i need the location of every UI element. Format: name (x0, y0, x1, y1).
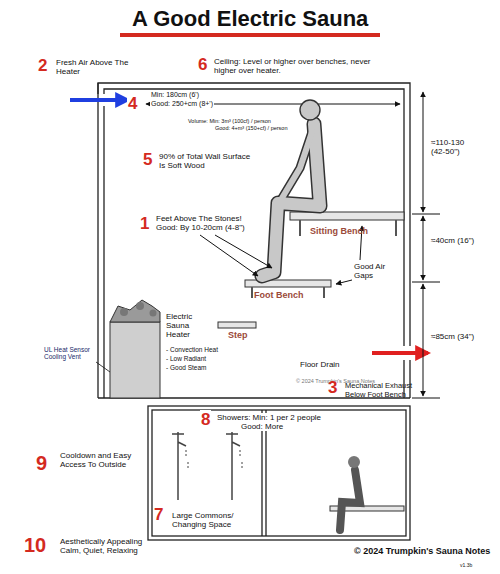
callout-number: 7 (154, 505, 163, 525)
note: Good: 4+m³ (150+cf) / person (215, 125, 287, 131)
callout-number: 6 (198, 55, 207, 75)
note: Aesthetically Appealing Calm, Quiet, Rel… (60, 537, 160, 555)
note: - Convection Heat (166, 346, 218, 353)
note: Cooldown and Easy Access To Outside (60, 451, 136, 469)
exhaust-arrow (372, 351, 428, 355)
dimension: ≈110-130 (42-50") (430, 138, 478, 156)
title: A Good Electric Sauna (132, 6, 368, 31)
caption: © 2024 Trumpkin's Sauna Notes (354, 546, 490, 556)
callout-number: 3 (328, 378, 337, 398)
callout-number: 2 (38, 56, 47, 76)
sauna-heater (110, 300, 160, 398)
note: Showers: Min: 1 per 2 people (216, 413, 322, 422)
part-name: Foot Bench (254, 290, 304, 300)
step (218, 322, 256, 328)
note: - Low Radiant (166, 355, 206, 362)
note: Good: More (240, 422, 284, 431)
title-underline (120, 33, 380, 37)
sitting-bench (290, 212, 404, 236)
note: - Good Steam (166, 364, 206, 371)
sauna-walls (98, 83, 410, 398)
callout-number: 4 (127, 94, 138, 114)
part-name: Step (228, 330, 248, 340)
note: Ceiling: Level or higher over benches, n… (214, 57, 394, 75)
note: Mechanical Exhaust Below Foot Bench (345, 382, 417, 399)
sensor-leader (96, 362, 110, 372)
fresh-air-arrow (70, 98, 128, 102)
note: Feet Above The Stones! (156, 214, 242, 223)
dimension: Good: 250+cm (8+') (150, 100, 214, 108)
callout-number: 1 (140, 214, 149, 234)
note: Good Air Gaps (354, 262, 388, 280)
callout-number: 9 (36, 452, 47, 475)
callout-number: 10 (24, 534, 46, 557)
dimension: Min: 180cm (6') (150, 91, 200, 99)
note: Large Commons/ Changing Space (172, 511, 244, 529)
callout-number: 8 (200, 410, 211, 430)
dimension: ≈85cm (34") (430, 332, 478, 341)
commons-walls (148, 406, 410, 540)
part-name: Floor Drain (300, 360, 340, 369)
note: Good: By 10-20cm (4-8") (156, 223, 245, 232)
commons-bather (330, 456, 404, 530)
note: UL Heat Sensor Cooling Vent (44, 346, 98, 361)
note: 90% of Total Wall Surface Is Soft Wood (159, 152, 254, 170)
note: Fresh Air Above The Heater (56, 58, 134, 76)
callout-number: 5 (143, 150, 152, 170)
part-name: Sitting Bench (310, 226, 368, 236)
part-name: Electric Sauna Heater (166, 312, 210, 340)
shower-heads (172, 432, 242, 500)
dimension: ≈40cm (16") (430, 236, 478, 245)
version: v1.3b (460, 563, 472, 569)
note: Volume: Min: 3m³ (100cf) / person (188, 118, 271, 124)
